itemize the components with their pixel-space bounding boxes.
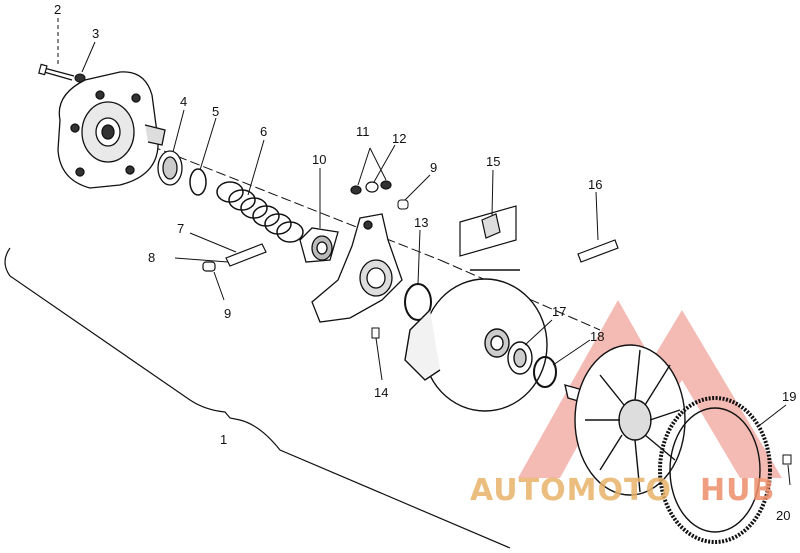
callout-2: 2 xyxy=(54,2,61,17)
callout-19: 19 xyxy=(782,389,796,404)
callout-3: 3 xyxy=(92,26,99,41)
snap-ring-part-5 xyxy=(189,168,207,196)
ring-gear-part-19 xyxy=(658,396,772,544)
callout-6: 6 xyxy=(260,124,267,139)
bushing-part-9-upper xyxy=(397,199,409,210)
spider-cover xyxy=(57,71,166,189)
fixed-sheave xyxy=(564,344,686,496)
bolt-part-16 xyxy=(577,239,619,263)
callout-5: 5 xyxy=(212,104,219,119)
callout-4: 4 xyxy=(180,94,187,109)
callout-11: 11 xyxy=(356,124,370,139)
watermark-wordmark: AUTOMOTO HUB xyxy=(470,473,775,508)
callout-14: 14 xyxy=(374,385,388,400)
callout-17: 17 xyxy=(552,304,566,319)
pin-leader-8 xyxy=(174,257,229,263)
callout-labels: 1 2 3 4 5 6 7 8 9 9 10 11 12 13 14 15 16… xyxy=(54,2,796,523)
roller-part-10 xyxy=(299,227,339,263)
callout-16: 16 xyxy=(588,177,602,192)
bolt-part-14 xyxy=(371,327,380,339)
callout-1: 1 xyxy=(220,432,227,447)
bushing-part-17 xyxy=(507,341,533,375)
callout-9-lower: 9 xyxy=(224,306,231,321)
spider-arm xyxy=(311,213,403,323)
assembly-bracket xyxy=(4,247,511,549)
moveable-sheave xyxy=(404,269,548,412)
callout-9-upper: 9 xyxy=(430,160,437,175)
spring-part-6 xyxy=(216,181,304,243)
callout-18: 18 xyxy=(590,329,604,344)
callout-12: 12 xyxy=(392,131,406,146)
callout-7: 7 xyxy=(177,221,184,236)
bolt-part-20 xyxy=(782,454,792,465)
watermark-text-hub: HUB xyxy=(700,473,775,508)
pin-part-7 xyxy=(225,243,267,267)
callout-20: 20 xyxy=(776,508,790,523)
bushing-part-4 xyxy=(157,150,183,186)
callout-8: 8 xyxy=(148,250,155,265)
callout-15: 15 xyxy=(486,154,500,169)
callout-13: 13 xyxy=(414,215,428,230)
callout-10: 10 xyxy=(312,152,326,167)
washer-part-18 xyxy=(533,356,557,388)
bolt-part-2 xyxy=(38,63,75,81)
leader-lines xyxy=(57,18,791,486)
watermark-text-main: AUTOMOTO xyxy=(470,473,672,508)
bushing-part-9-lower xyxy=(202,261,216,272)
nut-parts-11-12 xyxy=(350,180,392,195)
label-plate-part-15 xyxy=(459,205,517,257)
